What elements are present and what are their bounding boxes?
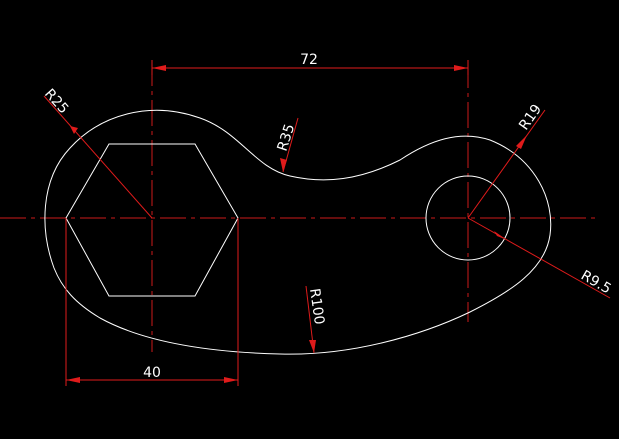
dim40-arrow-left	[66, 377, 80, 383]
dim72-arrow-left	[152, 65, 166, 71]
part-outline	[44, 109, 552, 355]
r19-leader	[467, 109, 546, 219]
r9-5-arrow	[494, 231, 507, 240]
r35-label: R35	[275, 122, 299, 153]
r25-arrow	[70, 126, 78, 134]
outer-profile	[44, 109, 552, 355]
r35-arrow	[280, 158, 287, 172]
r25-leader	[43, 95, 153, 219]
centerlines	[0, 60, 600, 352]
r25-label: R25	[41, 86, 71, 117]
dim-72-label: 72	[300, 52, 318, 68]
r9-5-leader	[467, 217, 611, 299]
r9-5-label: R9.5	[578, 268, 614, 298]
r100-arrow	[309, 340, 316, 353]
dim-40-label: 40	[143, 365, 161, 381]
dim72-arrow-right	[454, 65, 468, 71]
arrowheads	[66, 65, 527, 383]
r100-label: R100	[306, 287, 327, 325]
dimension-graphics	[43, 60, 611, 386]
hole-circle	[425, 175, 511, 261]
dim40-arrow-right	[224, 377, 238, 383]
r19-label: R19	[516, 102, 545, 134]
r19-arrow	[516, 135, 527, 149]
